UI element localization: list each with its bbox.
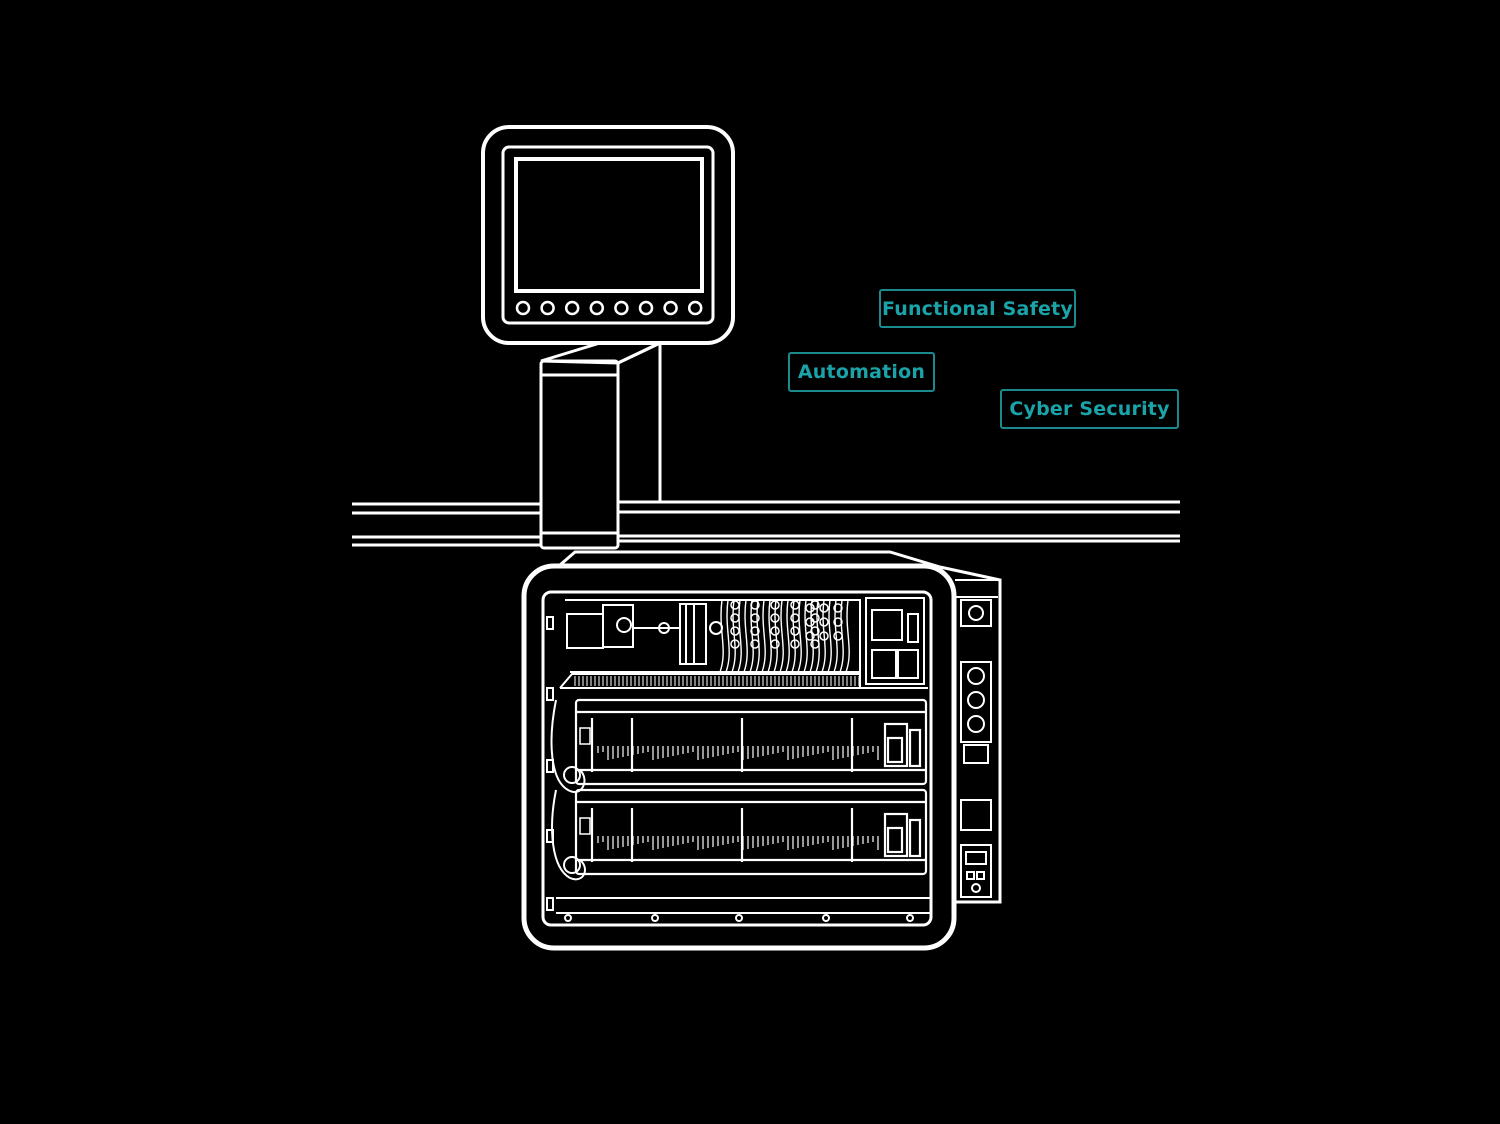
cable xyxy=(767,599,772,673)
terminal-screw xyxy=(730,626,740,636)
cable xyxy=(821,599,826,673)
io-module-head xyxy=(883,812,909,858)
terminal-screw xyxy=(790,626,800,636)
terminal-screw xyxy=(805,617,815,627)
io-module-clip xyxy=(908,728,922,768)
tag-functional-safety[interactable]: Functional Safety xyxy=(879,289,1076,328)
io-end-clamp xyxy=(579,817,591,835)
tag-automation[interactable]: Automation xyxy=(788,352,935,392)
io-rack xyxy=(574,698,928,786)
hmi-button xyxy=(614,300,629,316)
cable xyxy=(815,599,820,673)
hmi-button xyxy=(589,300,605,316)
io-module-row-2 xyxy=(574,788,928,876)
control-cabinet-icon xyxy=(521,550,1002,951)
cable xyxy=(791,599,796,673)
tag-cyber-security[interactable]: Cyber Security xyxy=(1000,389,1179,429)
terminal-screw xyxy=(790,613,800,623)
hmi-button xyxy=(663,300,678,316)
hmi-buttons xyxy=(515,300,703,316)
cable-duct xyxy=(559,673,928,689)
io-end-clamp xyxy=(579,727,591,745)
cable xyxy=(803,599,808,673)
terminal-screw xyxy=(730,613,740,623)
io-rack xyxy=(574,788,928,876)
cable xyxy=(809,599,814,673)
terminal-screw xyxy=(833,617,843,627)
cable xyxy=(797,599,802,673)
cable xyxy=(749,599,754,673)
io-module-row-1 xyxy=(574,698,928,786)
cable xyxy=(773,599,778,673)
io-module-clip xyxy=(908,818,922,858)
cable-runs xyxy=(719,599,850,673)
cable xyxy=(719,599,724,673)
hmi-panel-icon xyxy=(481,125,735,345)
hmi-button xyxy=(564,300,580,316)
cable xyxy=(737,599,742,673)
cable xyxy=(845,599,850,673)
hmi-button xyxy=(540,300,555,316)
cable xyxy=(755,599,760,673)
terminal-screw xyxy=(750,626,760,636)
hmi-button xyxy=(515,300,531,316)
terminal-screw xyxy=(790,600,800,610)
mounting-column xyxy=(539,341,662,550)
cable xyxy=(761,599,766,673)
cable xyxy=(779,599,784,673)
cable xyxy=(731,599,736,673)
hmi-button xyxy=(687,300,703,316)
cable-duct-teeth xyxy=(574,676,860,686)
terminal-block-grid xyxy=(730,600,843,649)
cable xyxy=(725,599,730,673)
cable xyxy=(827,599,832,673)
cabinet-bottom-rail xyxy=(556,897,930,922)
terminal-screw xyxy=(730,600,740,610)
terminal-screw xyxy=(833,631,843,641)
terminal-screw xyxy=(810,626,820,636)
cable xyxy=(743,599,748,673)
mounting-rail-icon xyxy=(352,500,1180,547)
cable xyxy=(785,599,790,673)
hmi-button xyxy=(638,300,654,316)
cabinet-hinges xyxy=(546,616,586,911)
cabinet-side-controls xyxy=(960,599,992,898)
cable xyxy=(833,599,838,673)
io-module-head xyxy=(883,722,909,768)
cable xyxy=(839,599,844,673)
io-module-led xyxy=(886,736,904,764)
io-module-led xyxy=(886,826,904,854)
terminal-screw xyxy=(770,639,780,649)
